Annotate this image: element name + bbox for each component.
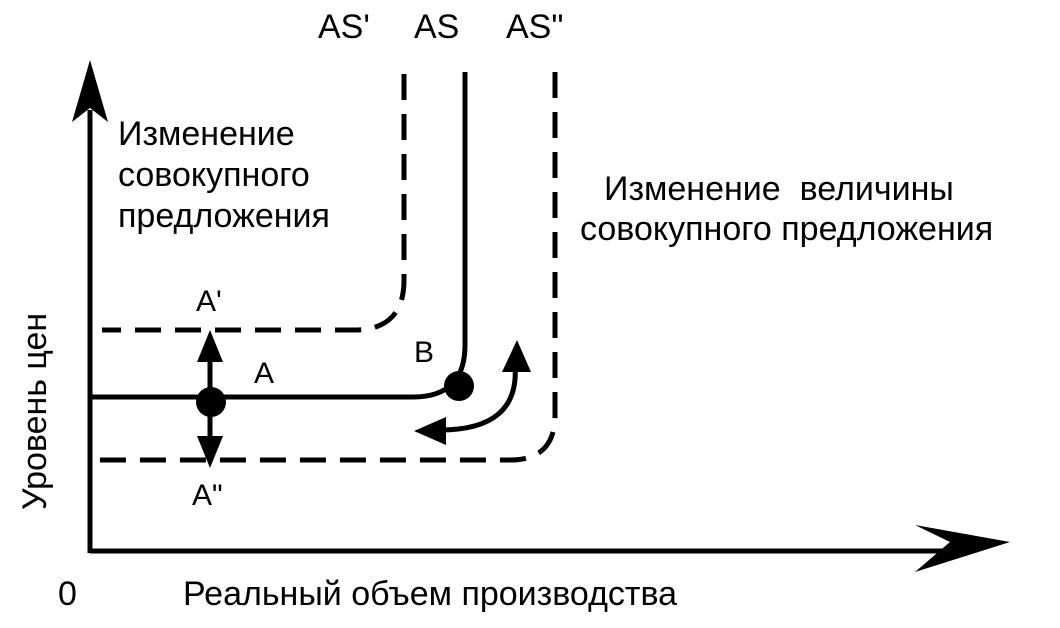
point-a-double-prime-label: A" [192, 479, 223, 512]
origin-label: 0 [58, 575, 77, 613]
movement-arrow-left [414, 417, 446, 445]
as-prime-curve [102, 74, 407, 333]
left-annotation-line-1: Изменение [118, 115, 295, 153]
left-annotation-line-3: предложения [118, 197, 330, 235]
right-annotation-line-2: совокупного предложения [580, 210, 993, 248]
point-a-marker [196, 387, 226, 417]
point-a-label: A [254, 357, 274, 390]
as-double-prime-curve [90, 72, 558, 463]
y-axis-arrowhead [72, 60, 108, 122]
as-label: AS [414, 8, 459, 46]
left-annotation-line-2: совокупного [118, 156, 310, 194]
as-prime-label: AS' [318, 8, 370, 46]
x-axis-arrowhead [915, 525, 1010, 572]
movement-arrow-up [502, 340, 531, 372]
shift-arrow-down [197, 436, 223, 468]
point-b-marker [444, 371, 474, 401]
as-double-prime-label: AS" [506, 8, 563, 46]
y-axis [72, 60, 108, 553]
y-axis-label: Уровень цен [16, 313, 54, 510]
right-annotation-line-1: Изменение величины [604, 170, 954, 208]
x-axis [90, 525, 1010, 572]
point-a-prime-label: A' [196, 285, 222, 318]
point-b-label: B [414, 336, 434, 369]
movement-along-curve-arrow [414, 340, 531, 445]
shift-arrow-up [197, 330, 223, 362]
x-axis-label: Реальный объем производства [183, 575, 677, 613]
